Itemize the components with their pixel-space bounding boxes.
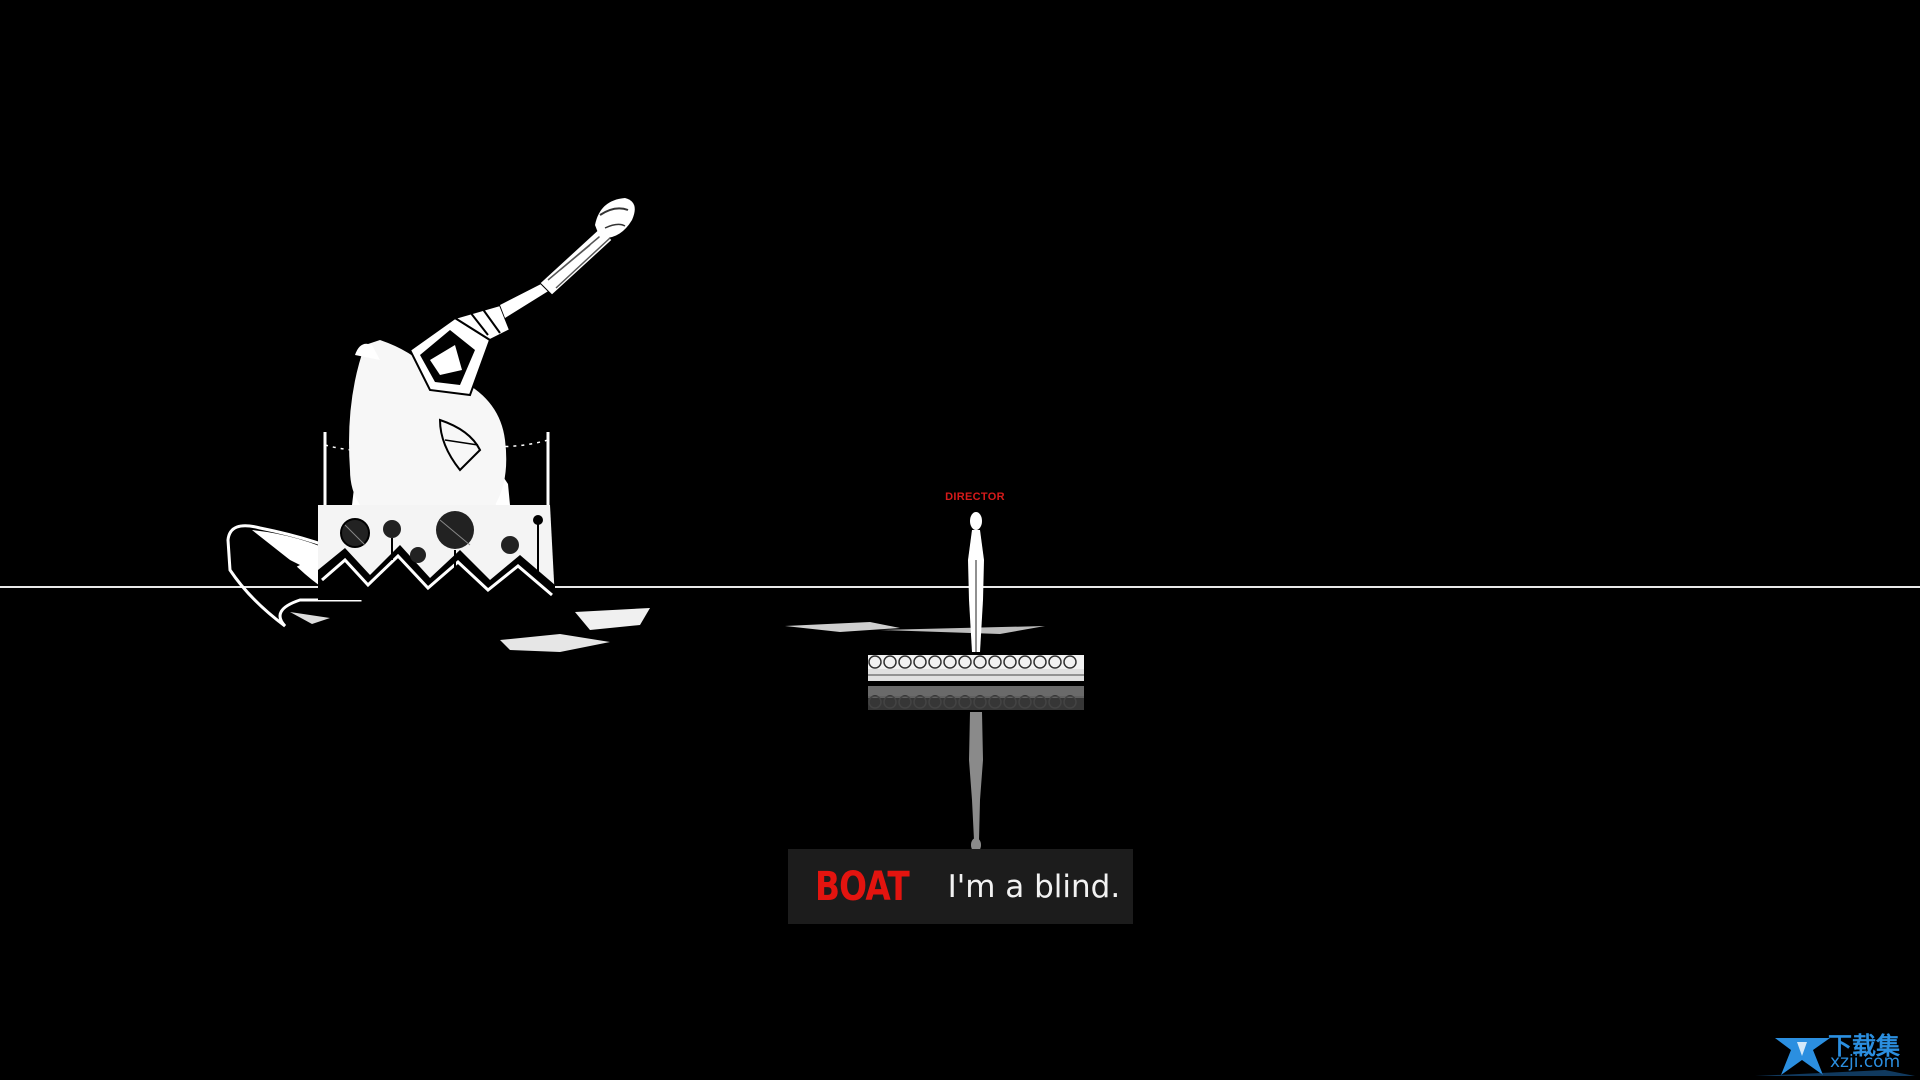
dialogue-box[interactable]: BOAT I'm a blind.: [788, 849, 1133, 924]
horizon-line: [0, 586, 1920, 588]
speaker-name: BOAT: [815, 863, 910, 910]
watermark-logo-text: 下载集: [1828, 1032, 1900, 1060]
dialogue-text: I'm a blind.: [947, 868, 1121, 905]
star-logo-icon: [1755, 1038, 1915, 1076]
director-name-label: DIRECTOR: [945, 491, 1005, 503]
watermark-domain: xzji.com: [1830, 1052, 1901, 1072]
